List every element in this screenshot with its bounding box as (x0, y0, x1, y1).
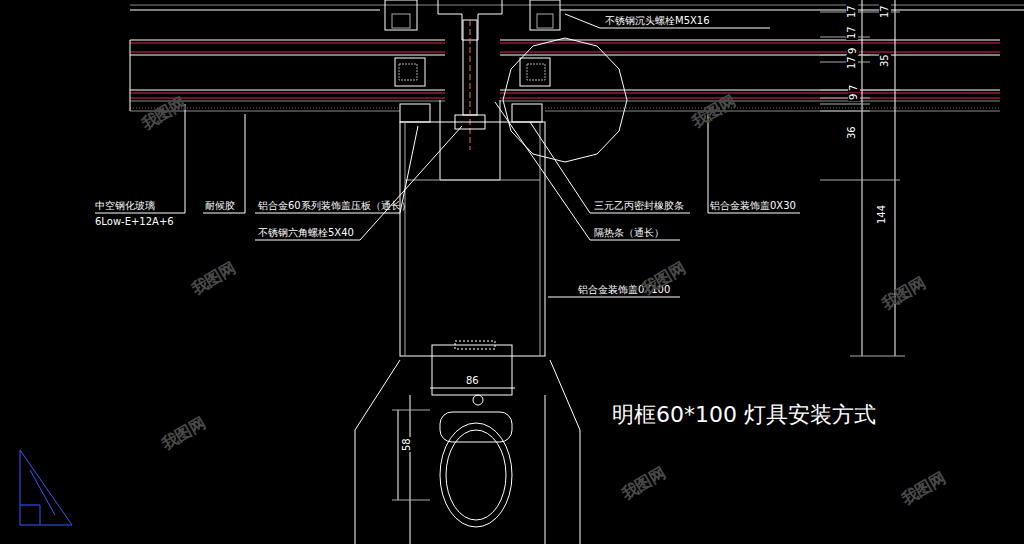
dimension-value: 9 (848, 93, 860, 101)
dimension-value: 17 (846, 25, 858, 40)
watermark: 我图网 (160, 416, 208, 450)
annotation-label: 隔热条（通长） (594, 227, 664, 239)
watermark: 我图网 (620, 466, 668, 500)
watermark: 我图网 (880, 276, 928, 310)
dimension-value: 144 (876, 204, 888, 225)
watermark: 我图网 (190, 261, 238, 295)
annotation-label: 中空钢化玻璃 (95, 200, 155, 212)
annotation-label: 耐候胶 (205, 200, 235, 212)
watermark: 我图网 (900, 471, 948, 505)
dimension-value: 17 (879, 4, 891, 19)
annotation-label: 不锈钢沉头螺栓M5X16 (605, 15, 710, 27)
dimension-value: 17 (846, 55, 858, 70)
dimension-value: 9 (847, 47, 859, 55)
annotation-label: 不锈钢六角螺栓5X40 (258, 227, 354, 239)
annotation-label: 6Low-E+12A+6 (95, 216, 174, 228)
annotation-label: 铝合金装饰盖0X30 (710, 200, 796, 212)
annotation-label: 三元乙丙密封橡胶条 (594, 200, 684, 212)
annotation-label: 铝合金60系列装饰盖压板（通长） (258, 200, 411, 212)
dimension-value: 86 (465, 375, 480, 387)
dimension-value: 58 (401, 437, 413, 452)
dimension-value: 36 (846, 125, 858, 140)
caption: 明框60*100 灯具安装方式 (612, 402, 876, 428)
dimension-value: 7 (848, 84, 860, 92)
watermark: 我图网 (690, 94, 738, 128)
dimension-value: 35 (879, 53, 891, 68)
dimension-value: 17 (846, 4, 858, 19)
